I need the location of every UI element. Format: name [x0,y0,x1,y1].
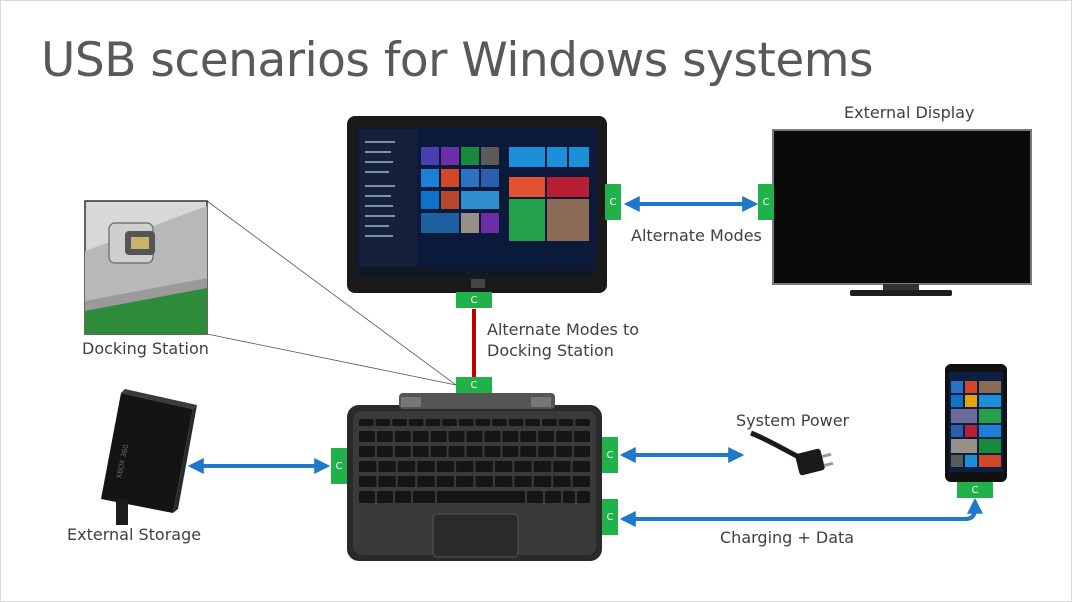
external-storage-device: XBOX 360 [101,389,197,525]
usb-c-port-phone: C [957,482,993,498]
label-external-display: External Display [844,103,975,122]
power-adapter-device [750,430,834,476]
callout-line-top [206,200,457,386]
label-external-storage: External Storage [67,525,202,544]
keyboard-dock-device [347,393,602,561]
usb-c-port-tablet-bottom: C [456,292,492,308]
label-alternate-modes-to-docking-line2: Docking Station [487,341,614,360]
external-display-device [772,129,1032,296]
charging-data-arrow [619,497,983,527]
usb-c-port-tablet-right: C [605,184,621,220]
usb-c-port-display: C [758,184,774,220]
phone-device [945,364,1007,482]
usb-c-port-dock-top: C [456,377,492,393]
label-docking-station: Docking Station [82,339,209,358]
slide-title: USB scenarios for Windows systems [41,33,874,88]
docking-station-closeup [84,200,208,335]
label-charging-data: Charging + Data [720,528,855,547]
callout-line-bottom [206,333,457,386]
usb-c-port-dock-right-lower: C [602,499,618,535]
label-system-power: System Power [736,411,850,430]
label-alternate-modes-to-docking-line1: Alternate Modes to [487,320,640,339]
usb-c-port-dock-left: C [331,448,347,484]
tablet-device [347,116,607,293]
usb-c-port-dock-right-upper: C [602,437,618,473]
label-alternate-modes: Alternate Modes [631,226,762,245]
